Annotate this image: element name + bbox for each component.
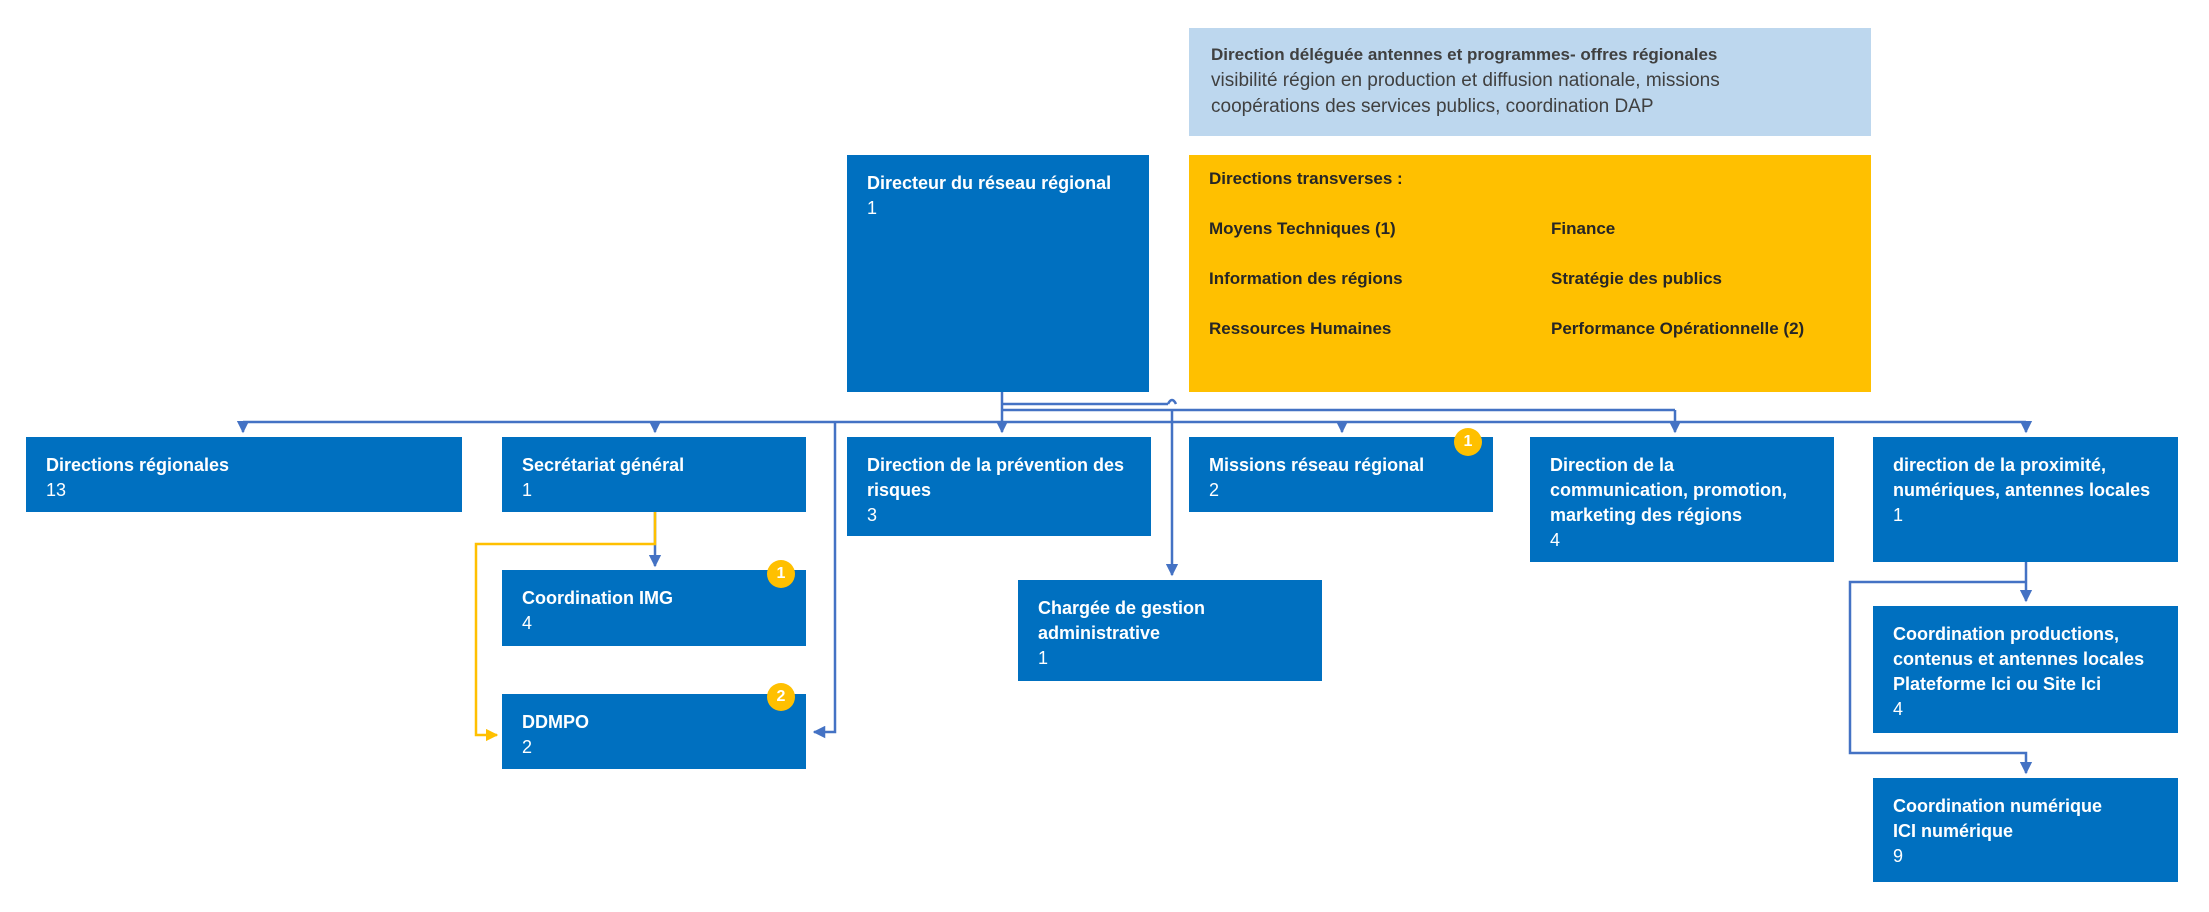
proximity-count: 1 <box>1893 505 1904 525</box>
communication-box[interactable]: Direction de la communication, promotion… <box>1530 437 1834 562</box>
regional-directions-name: Directions régionales <box>46 455 230 475</box>
note-badge: 1 <box>1454 428 1482 456</box>
note-badge: 2 <box>767 683 795 711</box>
productions-coordination-count: 4 <box>1893 699 1904 719</box>
transverse-item: Information des régions <box>1209 269 1403 288</box>
transverse-item: Ressources Humaines <box>1209 319 1392 338</box>
ddmpo-name: DDMPO <box>522 712 589 732</box>
digital-coordination-count: 9 <box>1893 846 1904 866</box>
regional-directions-count: 13 <box>46 480 67 500</box>
network-missions-name: Missions réseau régional <box>1209 455 1425 475</box>
transverse-item: Finance <box>1551 219 1616 238</box>
productions-coordination-subtitle: Plateforme Ici ou Site Ici <box>1893 674 2102 694</box>
delegated-direction-title: Direction déléguée antennes et programme… <box>1211 45 1718 64</box>
img-coordination-count: 4 <box>522 613 533 633</box>
communication-name: Direction de la communication, promotion… <box>1550 455 1787 525</box>
network-missions-count: 2 <box>1209 480 1220 500</box>
transverse-heading: Directions transverses : <box>1209 169 1403 188</box>
director-name: Directeur du réseau régional <box>867 173 1112 193</box>
regional-directions-box[interactable]: Directions régionales 13 <box>26 437 462 512</box>
risk-prevention-box[interactable]: Direction de la prévention des risques 3 <box>847 437 1151 536</box>
img-coordination-box[interactable]: Coordination IMG 4 <box>502 570 806 646</box>
admin-officer-count: 1 <box>1038 648 1049 668</box>
transverse-right-panel <box>1531 155 1871 392</box>
communication-count: 4 <box>1550 530 1561 550</box>
proximity-box[interactable]: direction de la proximité, numériques, a… <box>1873 437 2178 562</box>
digital-coordination-name: Coordination numérique <box>1893 796 2102 816</box>
note-badge: 1 <box>767 560 795 588</box>
digital-coordination-subtitle: ICI numérique <box>1893 821 2014 841</box>
director-count: 1 <box>867 198 878 218</box>
admin-officer-box[interactable]: Chargée de gestion administrative 1 <box>1018 580 1322 681</box>
risk-prevention-count: 3 <box>867 505 878 525</box>
productions-coordination-name: Coordination productions, contenus et an… <box>1893 624 2145 669</box>
risk-prevention-name: Direction de la prévention des risques <box>867 455 1125 500</box>
transverse-directions-panel: Directions transverses : Moyens Techniqu… <box>1189 155 1871 392</box>
proximity-name: direction de la proximité, numériques, a… <box>1893 455 2151 500</box>
transverse-item: Stratégie des publics <box>1551 269 1722 288</box>
secretariat-box[interactable]: Secrétariat général 1 <box>502 437 806 512</box>
network-missions-box[interactable]: Missions réseau régional 2 <box>1189 437 1493 512</box>
delegated-direction-banner: Direction déléguée antennes et programme… <box>1189 28 1871 136</box>
director-box[interactable]: Directeur du réseau régional 1 <box>847 155 1149 392</box>
admin-officer-name: Chargée de gestion administrative <box>1038 598 1206 643</box>
transverse-item: Performance Opérationnelle (2) <box>1551 319 1805 338</box>
delegated-direction-line1: visibilité région en production et diffu… <box>1211 70 1720 91</box>
ddmpo-box[interactable]: DDMPO 2 <box>502 694 806 769</box>
productions-coordination-box[interactable]: Coordination productions, contenus et an… <box>1873 606 2178 733</box>
secretariat-name: Secrétariat général <box>522 455 685 475</box>
transverse-item: Moyens Techniques (1) <box>1209 219 1396 238</box>
img-coordination-name: Coordination IMG <box>522 588 673 608</box>
transverse-left-panel <box>1189 155 1531 392</box>
secretariat-count: 1 <box>522 480 533 500</box>
digital-coordination-box[interactable]: Coordination numérique ICI numérique 9 <box>1873 778 2178 882</box>
ddmpo-count: 2 <box>522 737 533 757</box>
delegated-direction-line2: coopérations des services publics, coord… <box>1211 96 1654 117</box>
